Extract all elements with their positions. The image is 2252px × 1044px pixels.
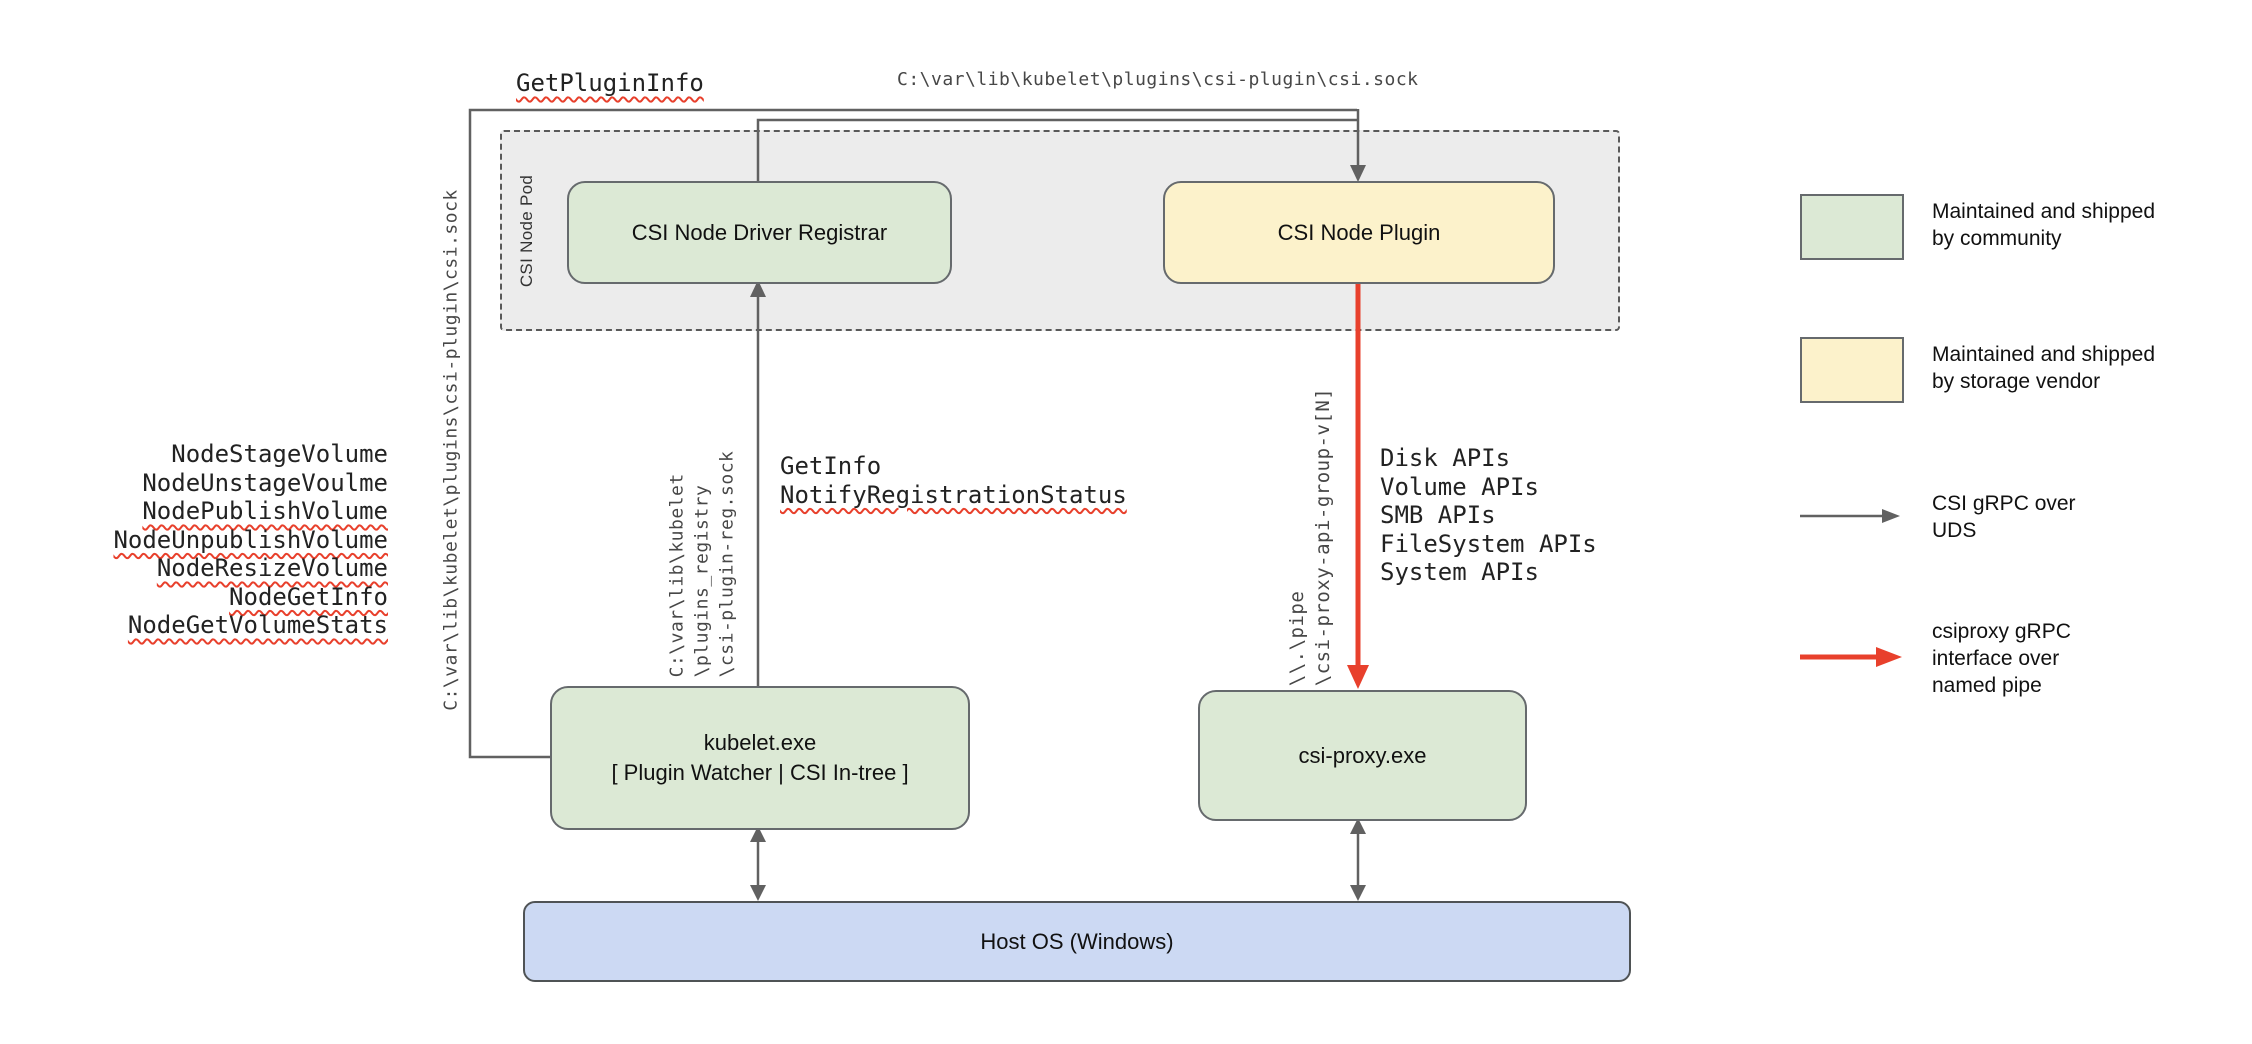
get-plugin-info-label: GetPluginInfo (516, 69, 704, 97)
legend-line: csiproxy gRPC (1932, 620, 2071, 643)
csi-proxy-label: csi-proxy.exe (1298, 742, 1427, 768)
legend-line: Maintained and shipped (1932, 343, 2156, 366)
legend-line: Maintained and shipped (1932, 200, 2156, 223)
reg-sock-line3: \csi-plugin-reg.sock (716, 450, 738, 678)
node-rpc-list: NodeStageVolume NodeUnstageVoulme NodePu… (100, 440, 388, 640)
csi-sock-path-left-label: C:\var\lib\kubelet\plugins\csi-plugin\cs… (440, 189, 462, 711)
legend-label-namedpipe: csiproxy gRPC interface over named pipe (1932, 618, 2071, 699)
kubelet-label-line1: kubelet.exe (703, 730, 817, 755)
get-info-label: GetInfo (780, 452, 882, 480)
pipe-line2: \csi-proxy-api-group-v[N] (1312, 387, 1334, 687)
legend-swatch-vendor (1800, 337, 1904, 403)
list-item: NodeUnstageVoulme (142, 468, 388, 497)
legend-line: named pipe (1932, 674, 2042, 697)
pipe-line1: \\.\pipe (1286, 590, 1308, 687)
arrowhead-csiproxy-down (1350, 885, 1366, 901)
node-host-os: Host OS (Windows) (523, 901, 1631, 982)
list-item: NodeGetVolumeStats (127, 611, 388, 639)
list-item: NodePublishVolume (142, 497, 388, 525)
list-item: NodeResizeVolume (156, 554, 388, 582)
legend-label-uds: CSI gRPC over UDS (1932, 490, 2076, 544)
arrowhead-into-plugin (1350, 165, 1366, 182)
list-item: NodeUnpublishVolume (113, 525, 388, 554)
reg-sock-line2: \plugins_registry (691, 484, 713, 678)
plugin-label: CSI Node Plugin (1277, 219, 1441, 245)
legend-line: interface over (1932, 647, 2060, 670)
csiproxy-api-list: Disk APIs Volume APIs SMB APIs FileSyste… (1380, 444, 1597, 587)
node-csi-node-plugin: CSI Node Plugin (1163, 181, 1555, 284)
legend-label-vendor: Maintained and shipped by storage vendor (1932, 341, 2155, 395)
reg-sock-path-label: C:\var\lib\kubelet\plugins_registry\csi-… (665, 451, 740, 678)
kubelet-label-line2: [ Plugin Watcher | CSI In-tree ] (611, 760, 909, 785)
node-csi-proxy: csi-proxy.exe (1198, 690, 1527, 821)
list-item: NodeStageVolume (171, 440, 388, 468)
list-item: Disk APIs (1380, 444, 1511, 472)
legend-line: by storage vendor (1932, 370, 2101, 393)
arrowhead-csiproxy-up (1350, 818, 1366, 834)
legend-line: CSI gRPC over (1932, 492, 2076, 515)
legend-gray-arrowhead (1882, 509, 1900, 523)
list-item: System APIs (1380, 558, 1539, 586)
arrowhead-into-registrar (750, 280, 766, 297)
legend-swatch-community (1800, 194, 1904, 260)
notify-registration-status-label: NotifyRegistrationStatus (780, 480, 1127, 509)
legend-red-arrowhead (1876, 647, 1902, 667)
legend-label-community: Maintained and shipped by community (1932, 198, 2155, 252)
arrow-kubelet-to-plugin-line (468, 108, 1357, 759)
host-os-label: Host OS (Windows) (980, 928, 1174, 954)
arrow-registrar-to-plugin-line (756, 118, 1357, 181)
list-item: Volume APIs (1380, 472, 1539, 501)
node-csi-node-driver-registrar: CSI Node Driver Registrar (567, 181, 952, 284)
registrar-label: CSI Node Driver Registrar (631, 219, 888, 245)
csi-sock-path-top-label: C:\var\lib\kubelet\plugins\csi-plugin\cs… (897, 69, 1419, 90)
arrowhead-kubelet-up (750, 826, 766, 842)
reg-sock-line1: C:\var\lib\kubelet (666, 473, 688, 678)
list-item: NodeGetInfo (229, 582, 388, 611)
arrowhead-kubelet-down (750, 885, 766, 901)
csi-node-pod-label: CSI Node Pod (517, 174, 536, 288)
legend-line: UDS (1932, 519, 1977, 542)
list-item: SMB APIs (1380, 501, 1496, 529)
list-item: FileSystem APIs (1380, 529, 1597, 558)
legend-line: by community (1932, 227, 2062, 250)
registration-rpcs: GetInfo NotifyRegistrationStatus (780, 452, 1127, 509)
node-kubelet: kubelet.exe [ Plugin Watcher | CSI In-tr… (550, 686, 970, 830)
arrowhead-into-csiproxy (1347, 665, 1369, 689)
pipe-path-label: \\.\pipe\csi-proxy-api-group-v[N] (1284, 388, 1336, 686)
